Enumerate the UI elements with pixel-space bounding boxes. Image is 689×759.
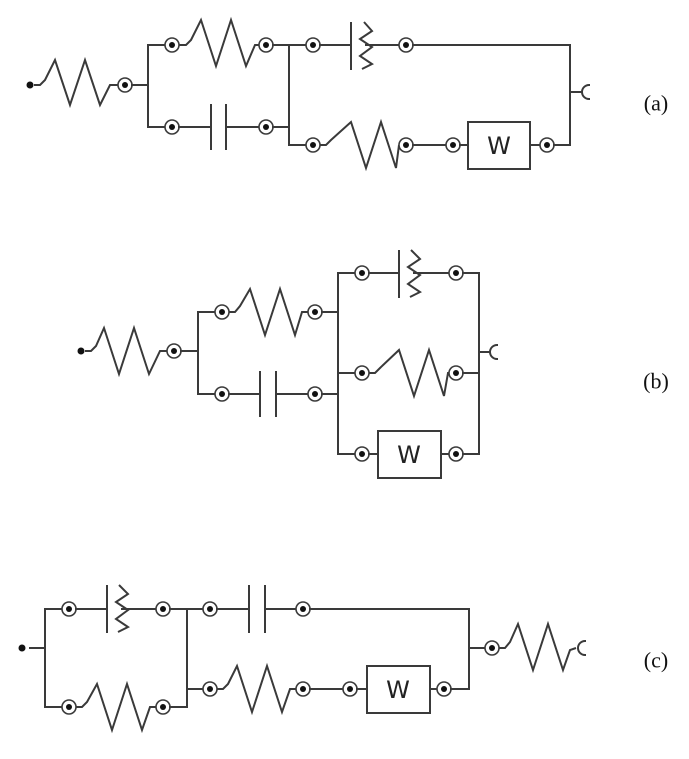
- circuit-label-a: (a): [644, 91, 668, 116]
- end-terminal-a: [569, 83, 591, 101]
- node-a1: [117, 77, 133, 93]
- node-a6: [305, 37, 321, 53]
- node-a2: [164, 37, 180, 53]
- capacitor-c: [216, 585, 297, 633]
- node-a3: [258, 37, 274, 53]
- node-a7: [398, 37, 414, 53]
- warburg-b: W: [377, 430, 442, 479]
- node-a9: [398, 137, 414, 153]
- resistor-a-ct: [320, 118, 400, 172]
- node-c10: [436, 681, 452, 697]
- start-terminal-c: [18, 644, 26, 652]
- node-a11: [539, 137, 555, 153]
- node-c3: [61, 699, 77, 715]
- resistor-a-series: [34, 56, 118, 109]
- cpe-a: [319, 21, 400, 70]
- warburg-label-a: W: [487, 132, 511, 160]
- node-b6: [354, 265, 370, 281]
- node-c1: [61, 601, 77, 617]
- circuit-label-c: (c): [644, 648, 668, 673]
- cpe-b: [368, 249, 450, 298]
- capacitor-a: [178, 104, 260, 150]
- warburg-a: W: [467, 121, 531, 170]
- resistor-b-series: [85, 324, 167, 378]
- node-c9: [342, 681, 358, 697]
- start-terminal-a: [26, 81, 34, 89]
- node-b11: [448, 446, 464, 462]
- circuit-label-b: (b): [643, 369, 669, 394]
- node-c11: [484, 640, 500, 656]
- node-c8: [295, 681, 311, 697]
- node-b4: [214, 386, 230, 402]
- node-b1: [166, 343, 182, 359]
- node-b9: [448, 365, 464, 381]
- resistor-c-bottom: [76, 680, 156, 734]
- resistor-b-ct: [369, 346, 449, 400]
- circuit-c: W (c): [18, 584, 668, 734]
- node-b3: [307, 304, 323, 320]
- node-a5: [258, 119, 274, 135]
- cpe-c: [75, 584, 157, 633]
- capacitor-b: [228, 371, 309, 417]
- node-c4: [155, 699, 171, 715]
- node-a4: [164, 119, 180, 135]
- resistor-a-rc: [179, 16, 259, 70]
- end-terminal-c: [577, 639, 587, 657]
- node-b8: [354, 365, 370, 381]
- circuit-a: W (a): [26, 16, 668, 172]
- warburg-label-c: W: [386, 676, 410, 704]
- node-a8: [305, 137, 321, 153]
- warburg-label-b: W: [397, 441, 421, 469]
- node-c5: [202, 601, 218, 617]
- end-terminal-b: [478, 343, 499, 361]
- resistor-c-ct: [217, 662, 296, 716]
- warburg-c: W: [366, 665, 431, 714]
- node-c2: [155, 601, 171, 617]
- resistor-b-rc: [229, 285, 308, 339]
- node-b5: [307, 386, 323, 402]
- node-b7: [448, 265, 464, 281]
- resistor-c-series: [499, 620, 577, 674]
- node-b2: [214, 304, 230, 320]
- circuit-b: W (b): [77, 249, 669, 479]
- node-c7: [202, 681, 218, 697]
- node-a10: [445, 137, 461, 153]
- node-b10: [354, 446, 370, 462]
- node-c6: [295, 601, 311, 617]
- start-terminal-b: [77, 347, 85, 355]
